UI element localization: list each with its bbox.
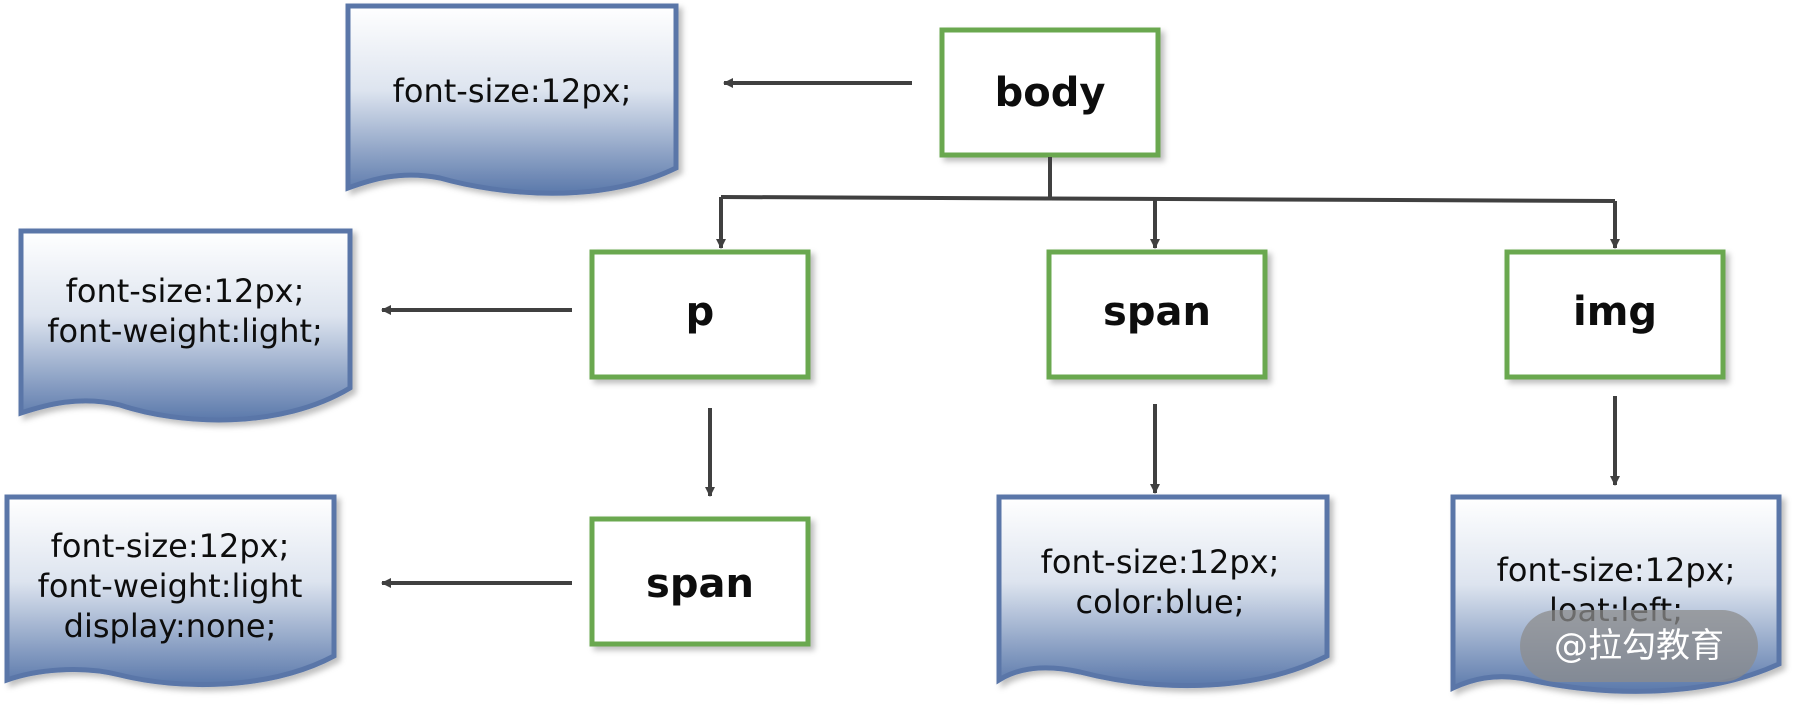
watermark: @拉勾教育 xyxy=(1520,610,1758,682)
note-span-top-line-2: color:blue; xyxy=(1076,583,1245,621)
note-p-style: font-size:12px; font-weight:light; xyxy=(18,228,353,423)
note-span-child-line-3: display:none; xyxy=(64,607,277,645)
node-span-top-label: span xyxy=(1103,289,1211,335)
note-span-child-style: font-size:12px; font-weight:light displa… xyxy=(4,494,337,688)
svg-text:font-size:12px;: font-size:12px; xyxy=(1041,543,1280,581)
tree-connectors xyxy=(381,78,1620,588)
node-img-label: img xyxy=(1573,289,1657,335)
note-p-line-1: font-size:12px; xyxy=(66,272,305,310)
svg-text:display:none;: display:none; xyxy=(64,607,277,645)
note-body-line-1: font-size:12px; xyxy=(393,72,632,110)
node-p-label: p xyxy=(686,289,715,335)
note-span-child-line-1: font-size:12px; xyxy=(51,527,290,565)
note-span-top-style: font-size:12px; color:blue; xyxy=(996,494,1330,689)
note-img-line-1: font-size:12px; xyxy=(1497,551,1736,589)
node-body-label: body xyxy=(995,70,1106,116)
note-span-top-line-1: font-size:12px; xyxy=(1041,543,1280,581)
note-span-child-line-2: font-weight:light xyxy=(38,567,303,605)
svg-text:font-size:12px;: font-size:12px; xyxy=(51,527,290,565)
svg-text:color:blue;: color:blue; xyxy=(1076,583,1245,621)
node-body: body xyxy=(939,27,1161,158)
svg-text:font-size:12px;: font-size:12px; xyxy=(393,72,632,110)
node-span-top: span xyxy=(1046,249,1268,380)
svg-text:font-size:12px;: font-size:12px; xyxy=(66,272,305,310)
note-body-style: font-size:12px; xyxy=(345,3,679,196)
node-img: img xyxy=(1504,249,1726,380)
svg-text:font-size:12px;: font-size:12px; xyxy=(1497,551,1736,589)
watermark-text: @拉勾教育 xyxy=(1554,626,1724,666)
node-span-child: span xyxy=(589,516,811,647)
node-span-child-label: span xyxy=(646,561,754,607)
svg-text:font-weight:light;: font-weight:light; xyxy=(47,312,323,350)
connector-horizontal-bar xyxy=(720,195,1616,203)
note-p-line-2: font-weight:light; xyxy=(47,312,323,350)
svg-text:font-weight:light: font-weight:light xyxy=(38,567,303,605)
node-p: p xyxy=(589,249,811,380)
